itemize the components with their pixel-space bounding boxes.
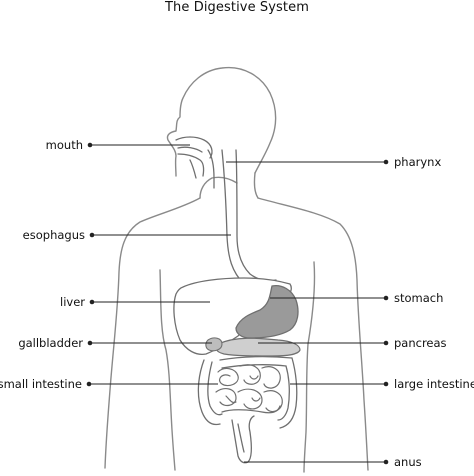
pancreas-shape (215, 337, 301, 357)
rectum-shape (231, 415, 255, 464)
leader-lines (86, 142, 389, 465)
dot-stomach (383, 295, 389, 301)
large-intestine-shape (197, 356, 298, 429)
right-shoulder-arm (257, 197, 369, 471)
label-stomach: stomach (394, 291, 444, 305)
gallbladder-shape (205, 337, 223, 352)
dot-esophagus (89, 232, 95, 238)
torso-left (159, 269, 176, 471)
label-liver: liver (60, 295, 85, 309)
left-shoulder-arm (104, 197, 201, 469)
label-mouth: mouth (45, 138, 83, 152)
body-outline (104, 66, 369, 473)
dot-pancreas (383, 340, 389, 346)
label-pancreas: pancreas (394, 336, 447, 350)
label-small-intestine: small intestine (0, 377, 82, 391)
esophagus-tube (221, 149, 277, 290)
dot-small-intestine (86, 381, 92, 387)
diagram-title: The Digestive System (165, 0, 309, 15)
dot-anus (383, 459, 389, 465)
small-intestine-shape (215, 364, 283, 414)
dot-pharynx (383, 159, 389, 165)
dot-large-intestine (383, 381, 389, 387)
neck-right (253, 172, 259, 199)
dot-mouth (87, 142, 93, 148)
oral-cavity (175, 136, 215, 189)
label-pharynx: pharynx (394, 155, 442, 169)
dot-gallbladder (87, 340, 93, 346)
label-esophagus: esophagus (22, 228, 85, 242)
label-large-intestine: large intestine (394, 377, 474, 391)
head-outline (166, 66, 277, 199)
torso-right (303, 261, 316, 473)
label-anus: anus (394, 455, 422, 469)
liver-shape (173, 277, 292, 356)
label-gallbladder: gallbladder (18, 336, 83, 350)
dot-liver (89, 299, 95, 305)
